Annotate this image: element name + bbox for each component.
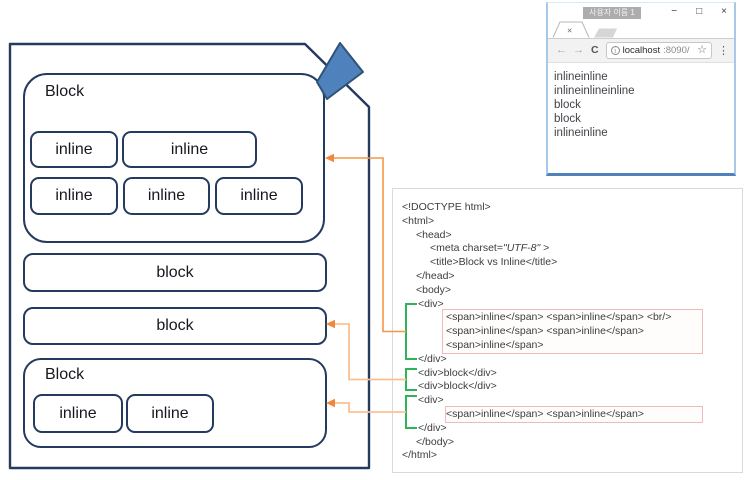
inline-box-label: inline: [170, 140, 209, 158]
code-line: </html>: [402, 449, 438, 462]
menu-dots-icon[interactable]: ⋮: [718, 45, 729, 57]
code-line: <body>: [416, 283, 452, 296]
code-line: <head>: [416, 228, 452, 241]
code-line: <span>inline</span> <span>inline</span>: [446, 407, 644, 420]
inline-box-label: inline: [59, 404, 97, 422]
code-line: <title>Block vs Inline</title>: [430, 256, 558, 269]
forward-button[interactable]: →: [573, 44, 584, 56]
code-line: </div>: [418, 352, 447, 365]
block-box: block: [23, 253, 327, 292]
inline-box-label: inline: [151, 404, 189, 422]
rendered-line: inlineinline: [554, 71, 608, 83]
address-port: :8090/: [663, 45, 690, 56]
inline-box-label: inline: [55, 187, 93, 204]
code-meta-post: >: [540, 242, 550, 255]
code-panel: <!DOCTYPE html> <html> <head> <meta char…: [392, 188, 743, 473]
code-line: <div>block</div>: [418, 380, 497, 393]
code-line: </body>: [416, 435, 454, 448]
maximize-button[interactable]: □: [696, 6, 703, 17]
browser-titlebar: 사용자 이름 1 − □ ×: [548, 3, 734, 20]
inline-box-label: inline: [55, 140, 93, 158]
close-button[interactable]: ×: [721, 6, 727, 17]
browser-tab[interactable]: [552, 21, 590, 38]
rendered-line: block: [554, 113, 581, 125]
inline-box: inline: [30, 177, 118, 215]
refresh-button[interactable]: C: [591, 44, 599, 56]
minimize-button[interactable]: −: [671, 6, 678, 17]
code-line: <html>: [402, 214, 435, 227]
code-line: <div>block</div>: [418, 366, 497, 379]
code-line: <span>inline</span> <span>inline</span>: [446, 325, 644, 338]
code-highlight-box: [445, 406, 703, 423]
address-host: localhost: [622, 45, 661, 56]
block-box-label: block: [156, 317, 194, 334]
code-line: <div>: [418, 394, 444, 407]
new-tab-shape: [594, 28, 617, 38]
browser-toolbar: ← → C i localhost:8090/ ☆ ⋮: [548, 38, 734, 63]
browser-tabstrip: ×: [548, 20, 734, 38]
code-line: <!DOCTYPE html>: [402, 201, 491, 213]
inline-box-label: inline: [147, 187, 186, 204]
inline-box: inline: [122, 131, 257, 168]
block-box: block: [23, 307, 327, 345]
rendered-line: block: [554, 99, 581, 111]
browser-content: inlineinline inlineinlineinline block bl…: [548, 63, 734, 147]
inline-box: inline: [215, 177, 303, 215]
browser-window: 사용자 이름 1 − □ × × ← → C i localhost:8090/…: [546, 2, 736, 176]
bookmark-star-icon[interactable]: ☆: [697, 44, 707, 56]
code-line: <meta charset="UTF-8" >: [393, 242, 742, 256]
code-line: <div>: [418, 297, 444, 310]
inline-box: inline: [33, 394, 123, 433]
tab-close-icon[interactable]: ×: [567, 26, 572, 36]
window-controls: − □ ×: [671, 5, 727, 18]
code-meta-charset: "UTF-8": [502, 242, 541, 255]
block-box-label: block: [156, 263, 194, 281]
code-meta-pre: <meta charset=: [430, 242, 503, 255]
code-highlight-box: [442, 309, 703, 354]
inline-box-label: inline: [240, 187, 278, 204]
window-title-label: 사용자 이름 1: [583, 7, 641, 19]
block-container-bottom-label: Block: [45, 366, 85, 383]
code-line: <span>inline</span>: [446, 338, 544, 351]
inline-box: inline: [123, 177, 210, 215]
inline-box: inline: [126, 394, 214, 433]
code-line: <span>inline</span> <span>inline</span> …: [446, 311, 672, 324]
code-line: </div>: [418, 421, 447, 434]
back-button[interactable]: ←: [556, 44, 567, 56]
info-icon: i: [610, 46, 620, 55]
inline-box: inline: [30, 131, 118, 168]
tab-shapes: ×: [552, 21, 617, 38]
rendered-line: inlineinlineinline: [554, 85, 635, 97]
rendered-line: inlineinline: [554, 127, 608, 139]
block-container-top-label: Block: [45, 83, 85, 100]
address-bar[interactable]: i localhost:8090/ ☆: [605, 42, 712, 59]
code-line: </head>: [416, 269, 455, 282]
